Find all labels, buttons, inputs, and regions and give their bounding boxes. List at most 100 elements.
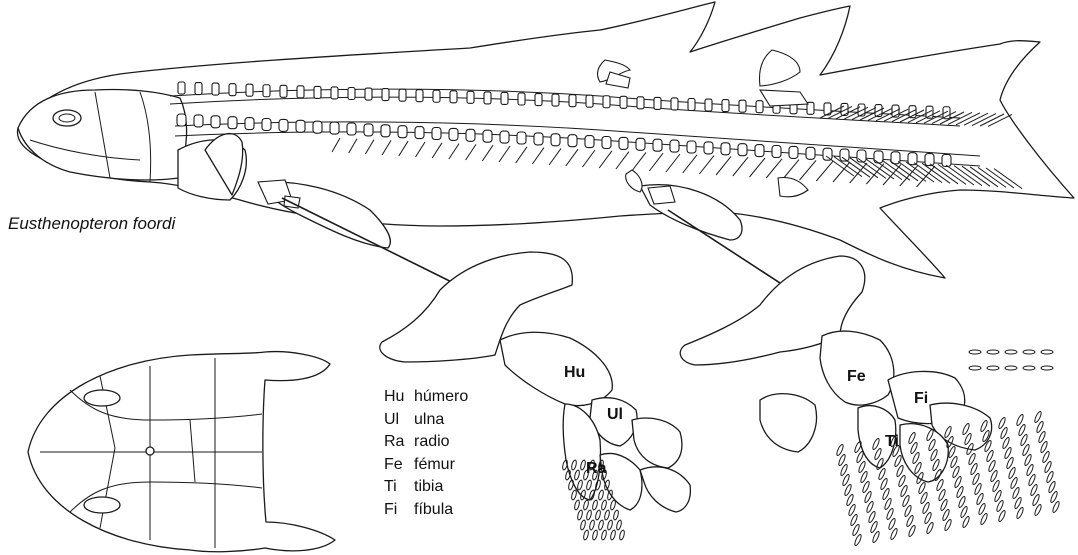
lepidotrichia xyxy=(987,366,999,370)
hindlimb-enlarged xyxy=(680,256,1060,546)
centrum xyxy=(738,144,747,156)
neural-arch xyxy=(314,86,321,98)
lepidotrichia xyxy=(604,510,610,521)
neural-arch xyxy=(195,83,202,95)
lepidotrichia xyxy=(1041,366,1053,370)
neural-arch xyxy=(416,90,423,102)
lepidotrichia xyxy=(1005,350,1017,354)
centrum xyxy=(432,128,441,140)
centrum xyxy=(704,142,713,154)
lepidotrichia xyxy=(583,530,589,541)
lepidotrichia xyxy=(595,510,601,521)
lepidotrichia xyxy=(1023,350,1035,354)
lepidotrichia xyxy=(592,530,598,541)
lepidotrichia xyxy=(580,520,586,531)
neural-arch xyxy=(467,91,474,103)
centrum xyxy=(245,118,254,130)
label-hu: Hu xyxy=(564,364,585,381)
centrum xyxy=(942,155,951,167)
lepidotrichia xyxy=(613,510,619,521)
lepidotrichia xyxy=(598,520,604,531)
lepidotrichia xyxy=(610,530,616,541)
orbit-left xyxy=(84,390,120,406)
centrum xyxy=(296,120,305,132)
centrum xyxy=(466,129,475,141)
lepidotrichia xyxy=(607,520,613,531)
centrum xyxy=(330,122,339,134)
neural-arch xyxy=(433,90,440,102)
tarsal-large xyxy=(760,394,816,452)
lepidotrichia xyxy=(969,350,981,354)
neural-arch xyxy=(518,93,525,105)
centrum xyxy=(500,131,509,143)
centrum xyxy=(925,154,934,166)
lepidotrichia xyxy=(589,520,595,531)
neural-arch xyxy=(552,94,559,106)
legend-row-ul: Ululna xyxy=(384,409,468,432)
lepidotrichia xyxy=(586,510,592,521)
centrum xyxy=(568,135,577,147)
neural-arch xyxy=(365,88,372,100)
centrum xyxy=(908,153,917,165)
legend-row-ti: Titibia xyxy=(384,476,468,499)
neural-arch xyxy=(603,96,610,108)
legend-row-ra: Raradio xyxy=(384,431,468,454)
centrum xyxy=(279,119,288,131)
centrum xyxy=(517,132,526,144)
lepidotrichia xyxy=(616,520,622,531)
lepidotrichia xyxy=(1023,366,1035,370)
centrum xyxy=(534,133,543,145)
eye-orbit xyxy=(53,110,81,126)
neural-arch xyxy=(535,94,542,106)
label-ul: Ul xyxy=(607,406,623,423)
neural-arch xyxy=(722,100,729,112)
lepidotrichia xyxy=(598,490,604,501)
lepidotrichia xyxy=(601,530,607,541)
centrum xyxy=(687,141,696,153)
centrum xyxy=(653,139,662,151)
legend: Huhúmero Ululna Raradio Fefémur Titibia … xyxy=(384,386,468,521)
centrum xyxy=(398,126,407,138)
lepidotrichia xyxy=(562,460,568,471)
centrum xyxy=(415,127,424,139)
centrum xyxy=(262,119,271,131)
centrum xyxy=(347,123,356,135)
neural-arch xyxy=(450,91,457,103)
lepidotrichia xyxy=(583,500,589,511)
lepidotrichia xyxy=(987,350,999,354)
centrum xyxy=(670,140,679,152)
lepidotrichia xyxy=(610,500,616,511)
neural-arch xyxy=(399,89,406,101)
neural-arch xyxy=(297,86,304,98)
lepidotrichia xyxy=(571,490,577,501)
neural-arch xyxy=(280,85,287,97)
centrum xyxy=(585,136,594,148)
label-fe: Fe xyxy=(847,368,866,385)
lepidotrichia xyxy=(969,366,981,370)
neural-arch xyxy=(229,84,236,96)
lepidotrichia xyxy=(577,510,583,521)
neural-arch xyxy=(178,82,185,94)
species-name: Eusthenopteron foordi xyxy=(8,214,175,234)
centrum xyxy=(211,116,220,128)
neural-arch xyxy=(620,96,627,108)
neural-arch xyxy=(688,99,695,111)
neural-arch xyxy=(484,92,491,104)
neural-arch xyxy=(756,101,763,113)
centrum xyxy=(483,130,492,142)
centrum xyxy=(857,150,866,162)
neural-arch xyxy=(348,88,355,100)
centrum xyxy=(313,121,322,133)
legend-row-fe: Fefémur xyxy=(384,454,468,477)
lepidotrichia xyxy=(574,500,580,511)
lepidotrichia xyxy=(619,530,625,541)
centrum xyxy=(806,147,815,159)
lepidotrichia xyxy=(1041,350,1053,354)
centrum xyxy=(772,146,781,158)
label-fi: Fi xyxy=(914,390,928,407)
neural-arch xyxy=(263,85,270,97)
legend-row-hu: Huhúmero xyxy=(384,386,468,409)
lepidotrichia xyxy=(565,470,571,481)
